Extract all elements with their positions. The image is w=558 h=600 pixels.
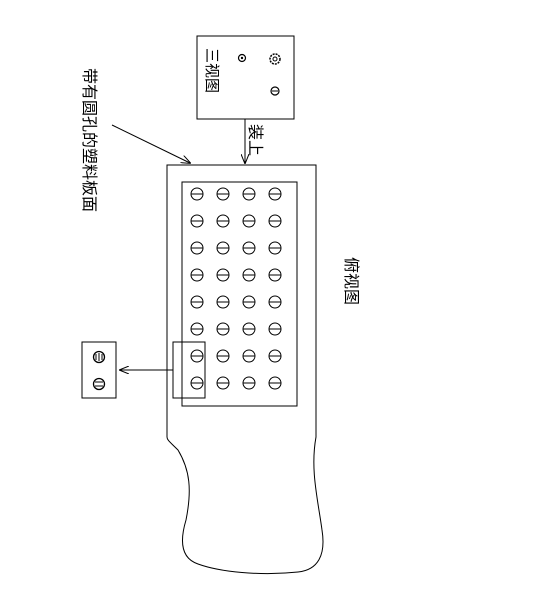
hole-icon bbox=[268, 322, 282, 336]
panel-note-label: 带有圆孔的塑料板面 bbox=[80, 68, 99, 212]
hole-icon bbox=[242, 376, 256, 390]
hole-icon bbox=[268, 241, 282, 255]
hole-icon bbox=[242, 268, 256, 282]
hole-icon bbox=[242, 214, 256, 228]
hole-icon bbox=[268, 349, 282, 363]
plastic-panel bbox=[181, 181, 298, 407]
panel-note-arrow bbox=[111, 124, 190, 163]
hole-grid bbox=[190, 187, 282, 390]
detail-hole-icon bbox=[92, 350, 106, 364]
device-outline bbox=[166, 164, 324, 575]
hole-icon bbox=[242, 295, 256, 309]
detail-hole-icon bbox=[92, 377, 106, 391]
hole-icon bbox=[216, 268, 230, 282]
hole-icon bbox=[190, 214, 204, 228]
top-view-label: 俯视图 bbox=[342, 257, 361, 305]
hole-icon bbox=[190, 295, 204, 309]
hole-icon bbox=[242, 322, 256, 336]
hole-icon bbox=[190, 268, 204, 282]
hole-icon bbox=[216, 241, 230, 255]
hole-icon bbox=[242, 187, 256, 201]
hole-icon bbox=[268, 268, 282, 282]
hole-icon bbox=[216, 349, 230, 363]
hole-icon bbox=[190, 241, 204, 255]
hole-icon bbox=[268, 187, 282, 201]
hole-icon bbox=[190, 349, 204, 363]
hole-icon bbox=[216, 295, 230, 309]
hole-icon bbox=[190, 187, 204, 201]
hole-icon bbox=[190, 322, 204, 336]
hole-icon bbox=[242, 241, 256, 255]
hole-icon bbox=[190, 376, 204, 390]
hole-icon bbox=[268, 214, 282, 228]
three-view-label: 三视图 bbox=[203, 48, 221, 93]
hole-icon bbox=[216, 322, 230, 336]
hole-icon bbox=[242, 349, 256, 363]
three-view-component-c bbox=[270, 86, 280, 96]
three-view-component-a bbox=[237, 53, 247, 63]
hole-icon bbox=[268, 376, 282, 390]
hole-icon bbox=[216, 376, 230, 390]
hole-icon bbox=[268, 295, 282, 309]
hole-icon bbox=[216, 187, 230, 201]
three-view-component-b bbox=[269, 53, 281, 65]
detail-box bbox=[81, 341, 117, 399]
hole-icon bbox=[216, 214, 230, 228]
mount-label: 装上 bbox=[246, 124, 265, 156]
